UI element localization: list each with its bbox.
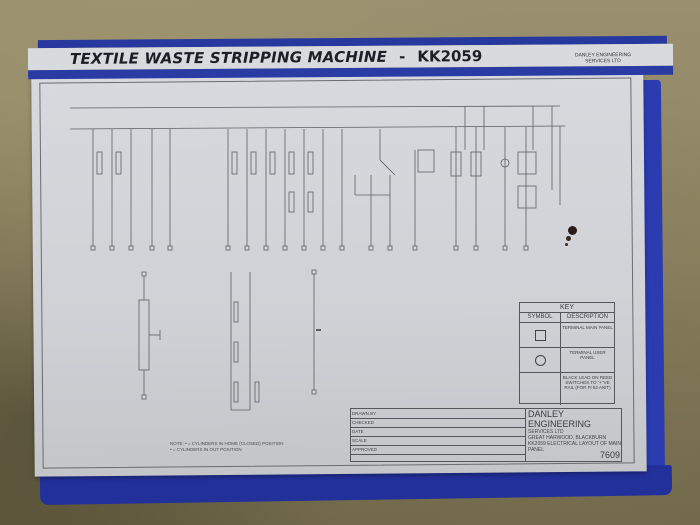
title-block-company: DANLEY ENGINEERING SERVICES LTD GREAT HA… <box>525 409 622 461</box>
key-header-description: DESCRIPTION <box>566 314 608 320</box>
drawing-number: 7609 <box>599 450 620 460</box>
field-drawn-by: DRAWN BY <box>352 411 377 416</box>
machine-code: KK2059 <box>417 47 483 66</box>
key-symbol-cell <box>520 373 561 405</box>
note-line-2: • = CYLINDERS IN OUT POSITION <box>170 447 242 452</box>
terminal-square-icon <box>534 329 546 341</box>
terminal-circle-icon <box>534 354 546 366</box>
note-line-1: NOTE: • = CYLINDERS IN HOME (CLOSED) POS… <box>170 441 284 446</box>
title-block-fields: DRAWN BY CHECKED DATE SCALE APPROVED <box>351 409 525 461</box>
key-row: BLACK LEAD ON REED SWITCHES TO "+"VE RAI… <box>520 373 614 405</box>
key-header-symbol: SYMBOL <box>520 313 561 322</box>
title-banner: TEXTILE WASTE STRIPPING MACHINE - KK2059… <box>27 35 674 83</box>
key-row: TERMINAL MAIN PANEL <box>520 323 614 348</box>
machine-title: TEXTILE WASTE STRIPPING MACHINE <box>69 47 388 68</box>
key-row: TERMINAL USER PANEL <box>520 348 614 373</box>
key-title: KEY <box>520 303 614 313</box>
field-date: DATE <box>352 429 364 434</box>
drawing-description: KK2059 ELECTRICAL LAYOUT OF MAIN PANEL <box>528 441 621 453</box>
key-header: SYMBOL DESCRIPTION <box>520 313 614 323</box>
company-label: DANLEY ENGINEERING SERVICES LTD <box>548 52 658 65</box>
key-symbol-cell <box>520 348 561 372</box>
field-checked: CHECKED <box>352 420 375 425</box>
key-description: TERMINAL USER PANEL <box>569 350 606 360</box>
key-description: TERMINAL MAIN PANEL <box>562 325 613 330</box>
key-legend: KEY SYMBOL DESCRIPTION TERMINAL MAIN PAN… <box>519 302 615 405</box>
company-address: GREAT HARWOOD, BLACKBURN <box>528 435 607 441</box>
company-name: DANLEY ENGINEERING <box>528 409 592 429</box>
company-sub: SERVICES LTD <box>528 429 564 435</box>
diagram-note: NOTE: • = CYLINDERS IN HOME (CLOSED) POS… <box>170 441 283 453</box>
title-block: DRAWN BY CHECKED DATE SCALE APPROVED DAN… <box>350 408 622 462</box>
field-scale: SCALE <box>352 438 367 443</box>
ink-stain <box>568 226 577 235</box>
key-description: BLACK LEAD ON REED SWITCHES TO "+"VE RAI… <box>562 375 613 390</box>
company-line-2: SERVICES LTD <box>585 58 621 65</box>
key-symbol-cell <box>520 323 561 347</box>
title-separator: - <box>398 47 406 66</box>
field-approved: APPROVED <box>352 447 378 452</box>
